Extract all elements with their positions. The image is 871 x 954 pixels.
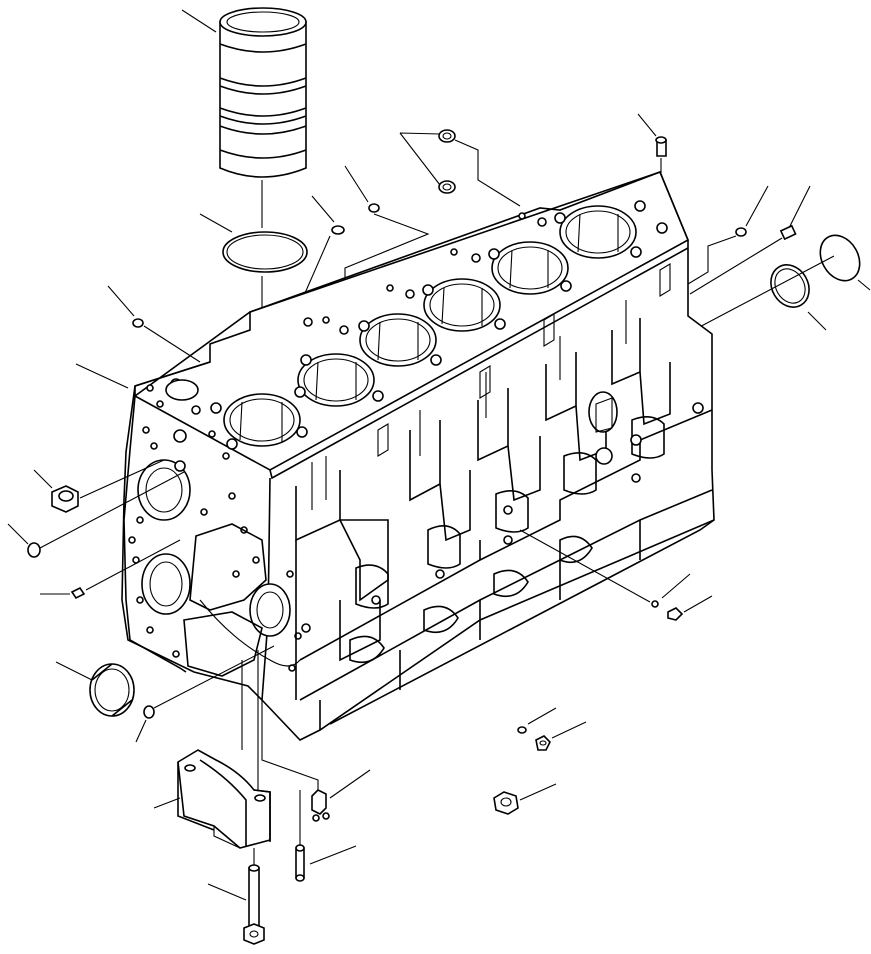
leader-o-ring-lower: [136, 720, 146, 742]
leader-dowel: [310, 846, 356, 864]
main-bearing-cap: [178, 750, 270, 848]
expansion-plug: [90, 664, 134, 716]
leader-path-3: [144, 326, 200, 362]
cylinder-block: [122, 172, 714, 740]
dowel-pin-top: [656, 137, 666, 156]
leader-seal-inner: [808, 312, 826, 330]
head-bolt-holes: [147, 201, 667, 449]
leader-o-ring-front: [8, 524, 28, 544]
leader-block: [76, 364, 128, 388]
drain-plug: [494, 792, 518, 814]
o-ring-right: [736, 228, 746, 236]
leader-bolt: [208, 884, 246, 900]
plug-right-lower-axis: [520, 530, 650, 602]
leader-plug-mid-2: [552, 722, 586, 738]
leader-cap: [34, 470, 52, 488]
leader-plug-small: [312, 196, 334, 222]
main-bearing-cap-bolt: [244, 865, 264, 944]
plug-right-lower: [652, 601, 682, 620]
plug-front-axis: [86, 540, 180, 590]
leader-plug-right-lower-1: [662, 574, 690, 598]
leader-path-4: [688, 236, 736, 284]
cylinder-bores: [224, 206, 636, 446]
leader-liner: [182, 10, 216, 32]
leader-seal-outer: [858, 280, 870, 290]
seal-ring-outer: [812, 228, 867, 288]
leader-plug-mid-1: [528, 708, 556, 724]
o-ring-lower: [144, 706, 154, 718]
cap-left: [52, 486, 78, 512]
plug-front-small: [72, 588, 84, 598]
cylinder-liner: [220, 8, 306, 177]
leader-o-ring-right: [746, 186, 768, 226]
oil-jet-axis: [262, 700, 318, 790]
leader-plug-right-lower-2: [684, 596, 712, 612]
cap-axis: [80, 460, 164, 498]
liner-o-ring: [223, 232, 307, 272]
leader-bearing-cap: [154, 798, 180, 808]
plug-right: [781, 226, 796, 239]
seal-axis: [690, 256, 834, 332]
seal-ring-inner: [763, 258, 816, 314]
oil-jet: [312, 790, 329, 821]
leader-drain-plug: [520, 784, 556, 800]
o-ring-lower-axis: [154, 646, 274, 708]
leader-o-ring-small: [345, 166, 368, 202]
plug-mid-lower: [518, 727, 550, 750]
leader-oil-jet: [330, 770, 370, 798]
o-ring-left: [133, 319, 143, 327]
dowel-pin: [296, 845, 304, 881]
leader-path-5: [690, 238, 782, 294]
o-ring-front: [28, 543, 40, 557]
leader-dowel-top: [638, 114, 656, 136]
leader-plugs: [400, 133, 520, 206]
plug-small: [332, 226, 344, 234]
leader-plug-right: [790, 186, 810, 226]
crankcase-webs: [296, 318, 714, 730]
o-ring-front-axis: [40, 472, 184, 548]
leader-path-2: [302, 236, 330, 300]
front-face-holes: [129, 427, 301, 671]
o-ring-small: [369, 204, 379, 212]
leader-o-ring-left: [108, 286, 134, 316]
leader-liner-o-ring: [200, 214, 232, 232]
leader-expansion-plug: [56, 662, 92, 680]
plug-top: [439, 130, 455, 193]
